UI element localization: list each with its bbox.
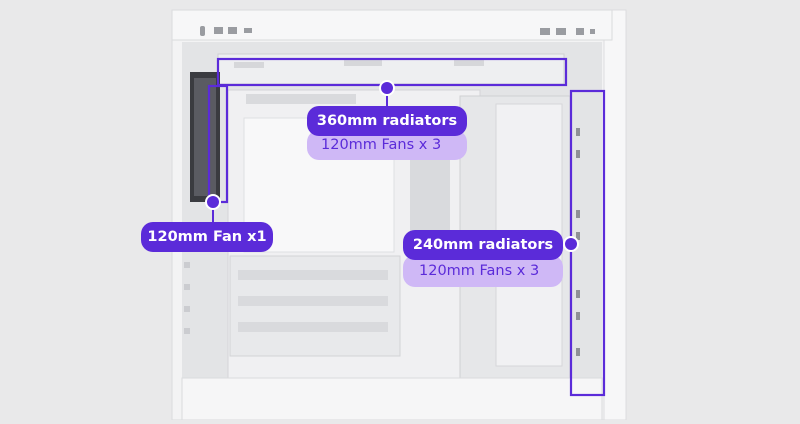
top-callout-title: 360mm radiators — [307, 106, 467, 136]
front-mount-holes — [576, 128, 580, 356]
rear-callout-dot — [207, 196, 219, 208]
psu-shroud — [181, 377, 603, 421]
top-panel — [171, 9, 613, 41]
front-callout-title: 240mm radiators — [403, 230, 563, 260]
front-callout-dot — [565, 238, 577, 250]
rear-fan-blades — [194, 78, 216, 196]
front-callout-subtitle: 120mm Fans x 3 — [403, 255, 563, 287]
rear-callout-title: 120mm Fan x1 — [141, 222, 273, 252]
top-rail-slots — [234, 58, 484, 68]
top-callout-dot — [381, 82, 393, 94]
top-io-ports — [200, 26, 595, 36]
front-panel — [603, 9, 627, 421]
